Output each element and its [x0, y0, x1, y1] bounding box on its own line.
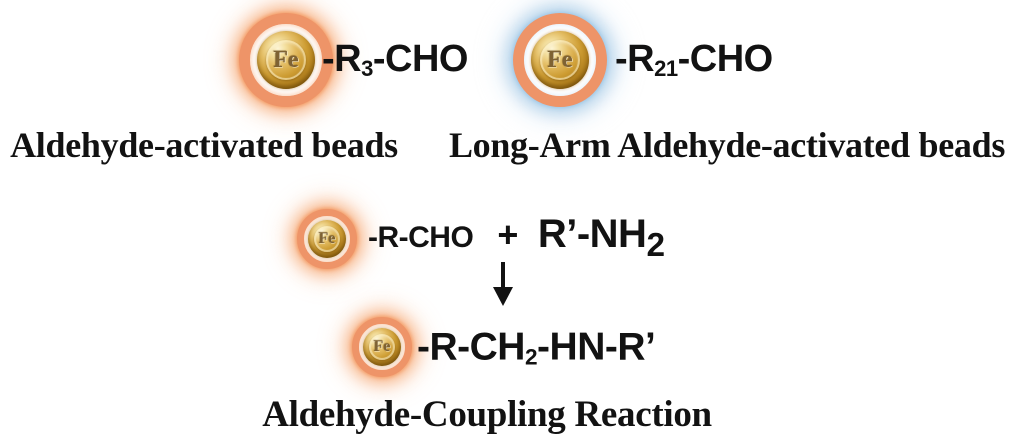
- long-arm-aldehyde-bead-icon: Fe: [513, 13, 607, 107]
- formula-subscript: 21: [654, 55, 678, 81]
- formula-subscript: 3: [361, 55, 373, 81]
- fe-core-icon: Fe: [257, 31, 315, 89]
- product-bead-icon: Fe: [352, 317, 412, 377]
- amine-formula: R’-NH2: [538, 214, 665, 262]
- formula-text: -R-CH: [417, 325, 525, 369]
- bead2-formula: -R21-CHO: [615, 38, 774, 81]
- product-formula: -R-CH2-HN-R’: [417, 325, 656, 370]
- aldehyde-bead-icon: Fe: [239, 13, 333, 107]
- fe-core-icon: Fe: [308, 220, 346, 258]
- fe-core-label: Fe: [318, 230, 336, 247]
- fe-core-icon: Fe: [363, 328, 401, 366]
- formula-text: -R: [615, 38, 655, 80]
- formula-text: -CHO: [677, 38, 774, 80]
- reaction-equation: -R-CHO + R’-NH2: [368, 213, 665, 262]
- formula-text: -R: [322, 38, 362, 80]
- formula-text: R’-NH: [537, 211, 647, 256]
- formula-text: -CHO: [372, 38, 469, 80]
- reactant-bead-icon: Fe: [297, 209, 357, 269]
- fe-core-icon: Fe: [531, 31, 589, 89]
- formula-text: -HN-R’: [537, 325, 656, 369]
- caption-coupling-reaction: Aldehyde-Coupling Reaction: [262, 394, 712, 435]
- fe-core-label: Fe: [547, 46, 573, 73]
- formula-subscript: 2: [524, 344, 538, 370]
- bead1-formula: -R3-CHO: [322, 38, 469, 81]
- fe-core-label: Fe: [373, 338, 391, 355]
- caption-long-arm-beads: Long-Arm Aldehyde-activated beads: [448, 125, 1006, 165]
- plus-sign: +: [497, 213, 518, 255]
- formula-subscript: 2: [646, 226, 665, 264]
- caption-aldehyde-beads: Aldehyde-activated beads: [10, 125, 398, 165]
- reactant-formula: -R-CHO: [368, 220, 474, 254]
- fe-core-label: Fe: [273, 46, 299, 73]
- arrow-down-icon: [490, 260, 516, 313]
